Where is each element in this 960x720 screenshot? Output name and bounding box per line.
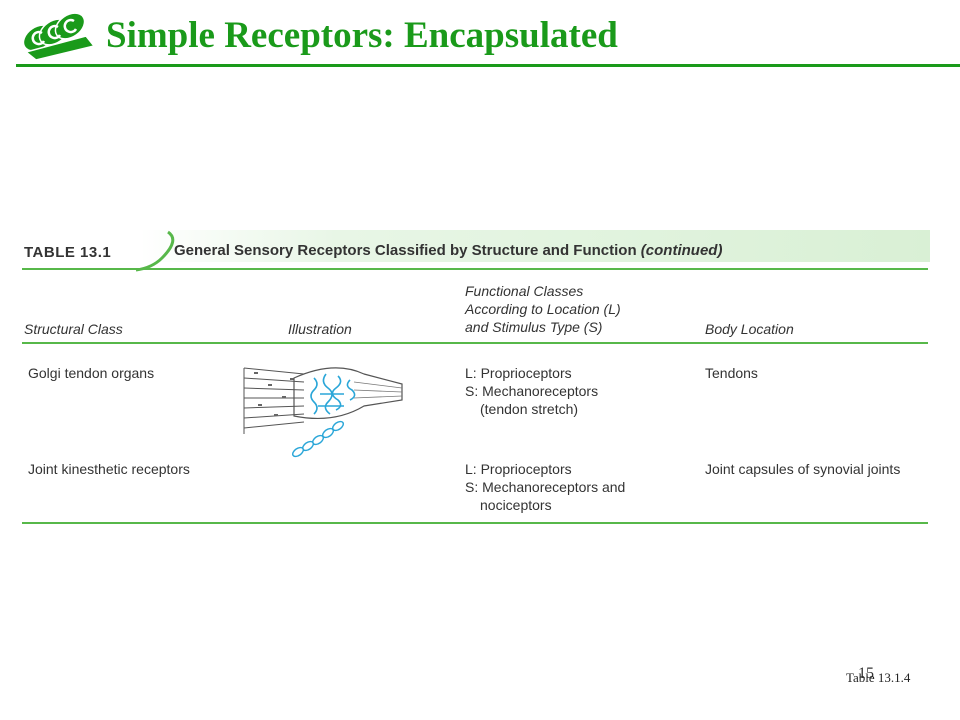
ecc-logo-icon xyxy=(22,12,96,61)
col-head-structural-class: Structural Class xyxy=(24,321,123,337)
title-divider xyxy=(16,64,960,67)
row1-functional-line-2: S: Mechanoreceptors xyxy=(465,383,599,399)
row2-structural-class: Joint kinesthetic receptors xyxy=(28,461,190,477)
table-caption-text: General Sensory Receptors Classified by … xyxy=(174,242,637,259)
row2-body-location: Joint capsules of synovial joints xyxy=(705,461,901,477)
column-header-rule xyxy=(22,342,928,344)
header-rule xyxy=(22,268,928,270)
figure-reference: Table 13.1.4 xyxy=(846,670,911,685)
slide-number: 15 xyxy=(858,665,874,682)
caption-background xyxy=(140,230,930,262)
col-head-functional-line-3: and Stimulus Type (S) xyxy=(465,319,603,335)
table-label: TABLE 13.1 xyxy=(24,244,112,261)
row1-functional-line-1: L: Proprioceptors xyxy=(465,365,572,381)
col-head-functional-line-2: According to Location (L) xyxy=(465,301,621,317)
row1-structural-class: Golgi tendon organs xyxy=(28,365,155,381)
row1-functional: L: Proprioceptors S: Mechanoreceptors (t… xyxy=(465,364,598,418)
row2-functional-line-3: nociceptors xyxy=(480,497,552,513)
table-bottom-rule xyxy=(22,522,928,524)
table-caption-suffix: (continued) xyxy=(640,242,723,259)
col-head-functional-line-1: Functional Classes xyxy=(465,283,584,299)
col-head-functional-classes: Functional Classes According to Location… xyxy=(465,282,621,336)
table-caption: General Sensory Receptors Classified by … xyxy=(174,242,722,259)
row2-functional-line-2: S: Mechanoreceptors and xyxy=(465,479,626,495)
swoosh-icon xyxy=(135,230,175,272)
col-head-body-location: Body Location xyxy=(705,321,794,337)
tendon-organ-illustration xyxy=(243,367,403,458)
row2-functional: L: Proprioceptors S: Mechanoreceptors an… xyxy=(465,460,625,514)
row1-body-location: Tendons xyxy=(705,365,758,381)
slide-title: Simple Receptors: Encapsulated xyxy=(106,15,618,56)
row2-functional-line-1: L: Proprioceptors xyxy=(465,461,572,477)
row1-functional-line-3: (tendon stretch) xyxy=(480,401,579,417)
table-header: TABLE 13.1 General Sensory Receptors Cla… xyxy=(22,226,930,272)
col-head-illustration: Illustration xyxy=(288,321,352,337)
